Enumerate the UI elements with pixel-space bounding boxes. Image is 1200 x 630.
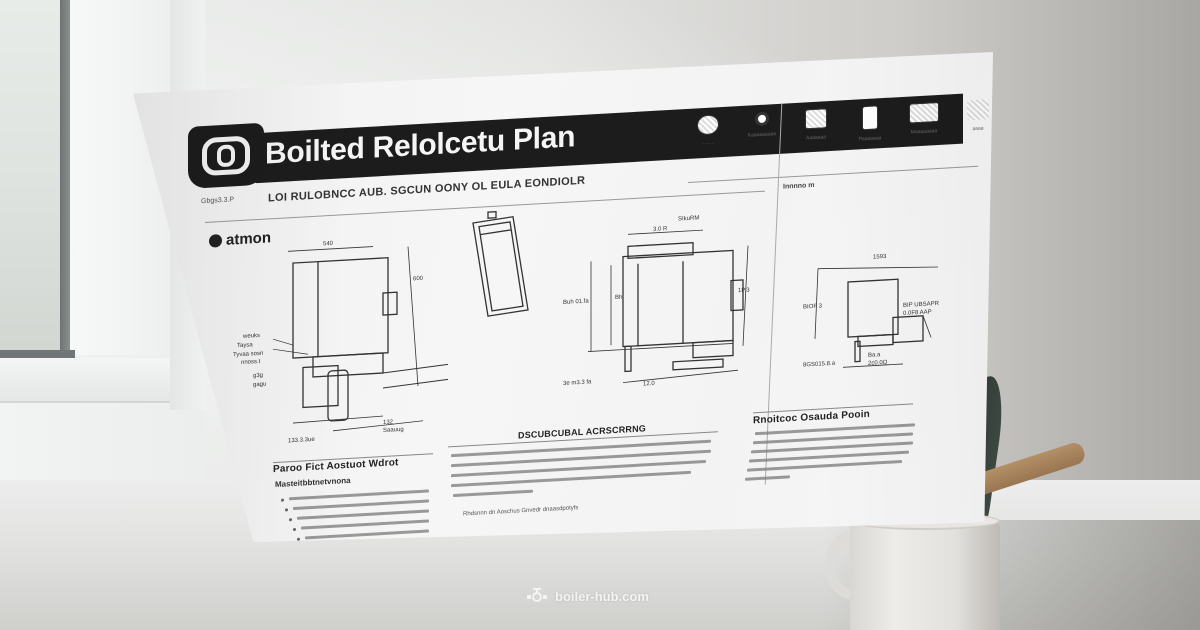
brand-mark-icon bbox=[209, 234, 222, 248]
cert-label: ········ bbox=[701, 140, 715, 148]
window-inner-frame bbox=[70, 0, 170, 355]
cert-label: Maaaaaaaa bbox=[910, 128, 938, 136]
dimension-label: Saauug bbox=[383, 426, 404, 435]
dimension-label: gagu bbox=[253, 381, 267, 389]
document-code: Gbgs3.3.P bbox=[201, 196, 235, 206]
text-line bbox=[293, 499, 429, 511]
dimension-label: Ba.a bbox=[868, 352, 881, 359]
window-glass bbox=[0, 0, 62, 360]
text-line bbox=[289, 489, 429, 501]
text-line bbox=[301, 519, 429, 530]
certification-badge: ········ bbox=[688, 114, 728, 148]
sketch-icon bbox=[909, 101, 939, 124]
bullet-icon bbox=[285, 508, 288, 512]
dimension-label: g3g bbox=[253, 372, 264, 380]
boiler-elevation-drawing: 540 600 weuks Taysa Tyvaa sosn nnoss.t g… bbox=[233, 235, 449, 457]
boiler-front-panel-drawing bbox=[468, 209, 538, 323]
dimension-label: Taysa bbox=[237, 342, 253, 350]
watermark-text: boiler-hub.com bbox=[555, 588, 649, 604]
co-logo-icon bbox=[188, 122, 264, 189]
section-subheading-left: Masteitbbtnetvnona bbox=[275, 475, 351, 490]
certification-badge: Kaaaaaaaaa bbox=[742, 111, 782, 139]
certification-badge: Paaaaaaa bbox=[850, 105, 890, 143]
cert-label: Paaaaaaa bbox=[858, 135, 882, 143]
mug bbox=[850, 520, 1000, 630]
cert-label: Aaaaaaa bbox=[805, 134, 827, 142]
dimension-label: nnoss.t bbox=[241, 358, 261, 366]
section-heading-left: Paroo Fict Aostuot Wdrot bbox=[273, 457, 399, 476]
window-sill bbox=[0, 358, 170, 403]
text-line bbox=[297, 509, 429, 520]
bullet-icon bbox=[293, 527, 296, 532]
dimension-label: 3.0 R bbox=[653, 226, 668, 233]
text-line bbox=[747, 460, 902, 472]
installation-layout-drawing: 1593 BIOF 3 BIP UBSAPR 0.0F8 AAP 8GS015.… bbox=[803, 236, 953, 374]
building-icon bbox=[862, 105, 878, 131]
bullet-icon bbox=[297, 537, 300, 541]
dimension-label: 1P.3 bbox=[738, 287, 750, 295]
document-content: Boilted Relolcetu Plan Gbgs3.3.P LOI RUL… bbox=[133, 52, 993, 542]
dimension-label: 12.0 bbox=[643, 380, 655, 388]
boiler-plan-drawing: SIkuRM 3.0 R Buh 01.fa Bh 3e m3.3 fa 12.… bbox=[563, 197, 753, 398]
inner-section-label: Innnno m bbox=[783, 181, 815, 191]
certification-badge: Aaaaaaa bbox=[796, 108, 836, 142]
footnote: Rhdsnnn dn Aoschus Gnvedr dnaasdpotyfs bbox=[463, 505, 579, 518]
dimension-label: 132 bbox=[383, 419, 394, 427]
text-line bbox=[453, 489, 533, 498]
document-paper: Boilted Relolcetu Plan Gbgs3.3.P LOI RUL… bbox=[133, 52, 993, 542]
dimension-label: 600 bbox=[413, 275, 424, 283]
dimension-label: BIOF 3 bbox=[803, 303, 823, 311]
dimension-label: SIkuRM bbox=[678, 215, 700, 223]
dimension-label: Bh bbox=[615, 294, 623, 302]
dimension-label: 1593 bbox=[873, 253, 887, 261]
cert-label: Kaaaaaaaaa bbox=[747, 131, 777, 139]
dimension-label: 540 bbox=[323, 240, 334, 248]
window-bottom-rail bbox=[0, 350, 75, 358]
mark-icon bbox=[967, 99, 989, 121]
mug-handle bbox=[826, 530, 866, 600]
bullet-icon bbox=[289, 518, 292, 522]
flame-icon bbox=[755, 111, 769, 127]
dimension-label: 2c0.0Q bbox=[868, 359, 888, 367]
window-mullion bbox=[60, 0, 70, 355]
dimension-label: weuks bbox=[243, 332, 261, 340]
bullet-icon bbox=[281, 498, 284, 502]
watermark: boiler-hub.com bbox=[527, 588, 649, 604]
boiler-valve-icon bbox=[527, 588, 547, 604]
grid-badge-icon bbox=[805, 108, 827, 130]
seal-icon bbox=[697, 114, 719, 136]
text-line bbox=[745, 475, 790, 481]
certification-badge: Maaaaaaaa bbox=[904, 101, 944, 136]
